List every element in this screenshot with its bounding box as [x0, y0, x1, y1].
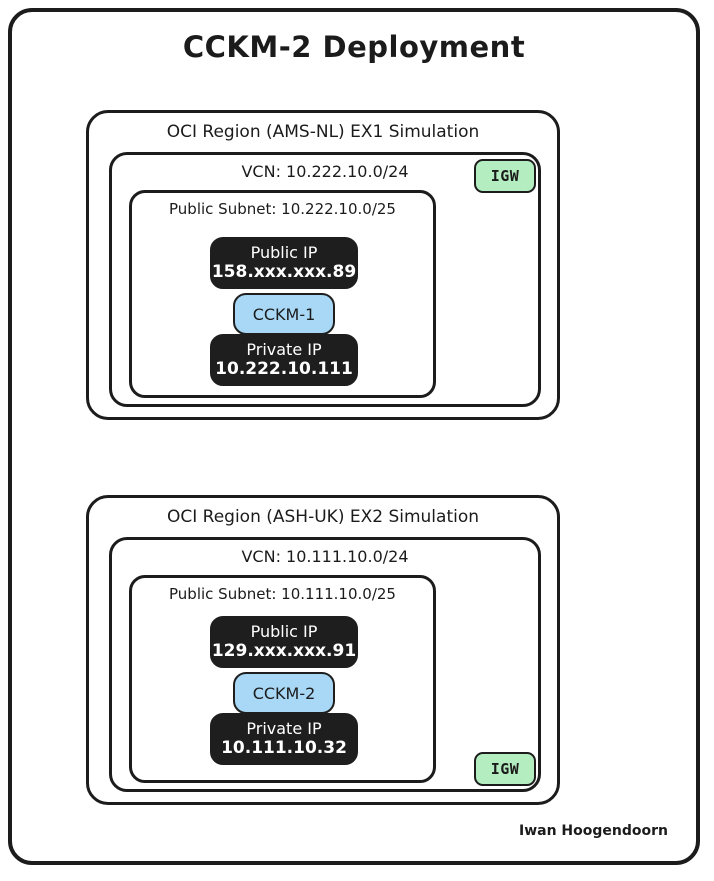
- igw-badge-ash-uk[interactable]: IGW: [474, 752, 536, 786]
- private-ip-value: 10.222.10.111: [215, 359, 353, 380]
- public-ip-title: Public IP: [250, 242, 318, 262]
- region-label-ash-uk: OCI Region (ASH-UK) EX2 Simulation: [166, 507, 480, 527]
- private-ip-box-cckm-2: Private IP 10.111.10.32: [210, 713, 358, 765]
- public-ip-value: 158.xxx.xxx.89: [211, 262, 357, 283]
- instance-label: CCKM-1: [252, 304, 316, 324]
- subnet-label-ash-uk: Public Subnet: 10.111.10.0/25: [169, 585, 396, 603]
- diagram-frame: CCKM-2 Deployment OCI Region (AMS-NL) EX…: [8, 8, 700, 865]
- igw-label: IGW: [490, 167, 520, 185]
- private-ip-title: Private IP: [246, 718, 322, 738]
- private-ip-value: 10.111.10.32: [221, 738, 347, 759]
- subnet-label-ams-nl: Public Subnet: 10.222.10.0/25: [169, 200, 396, 218]
- public-ip-box-cckm-1: Public IP 158.xxx.xxx.89: [210, 237, 358, 289]
- author-signature: Iwan Hoogendoorn: [519, 823, 668, 839]
- region-label-ams-nl: OCI Region (AMS-NL) EX1 Simulation: [166, 122, 480, 142]
- private-ip-box-cckm-1: Private IP 10.222.10.111: [210, 334, 358, 386]
- instance-label: CCKM-2: [252, 683, 316, 703]
- instance-box-cckm-2[interactable]: CCKM-2: [233, 672, 335, 714]
- page-title: CCKM-2 Deployment: [182, 30, 526, 64]
- public-ip-title: Public IP: [250, 621, 318, 641]
- vcn-label-ash-uk: VCN: 10.111.10.0/24: [241, 547, 409, 566]
- igw-label: IGW: [490, 760, 520, 778]
- public-ip-box-cckm-2: Public IP 129.xxx.xxx.91: [210, 616, 358, 668]
- instance-box-cckm-1[interactable]: CCKM-1: [233, 293, 335, 335]
- private-ip-title: Private IP: [246, 339, 322, 359]
- igw-badge-ams-nl[interactable]: IGW: [474, 159, 536, 193]
- public-ip-value: 129.xxx.xxx.91: [211, 641, 357, 662]
- vcn-label-ams-nl: VCN: 10.222.10.0/24: [241, 162, 409, 181]
